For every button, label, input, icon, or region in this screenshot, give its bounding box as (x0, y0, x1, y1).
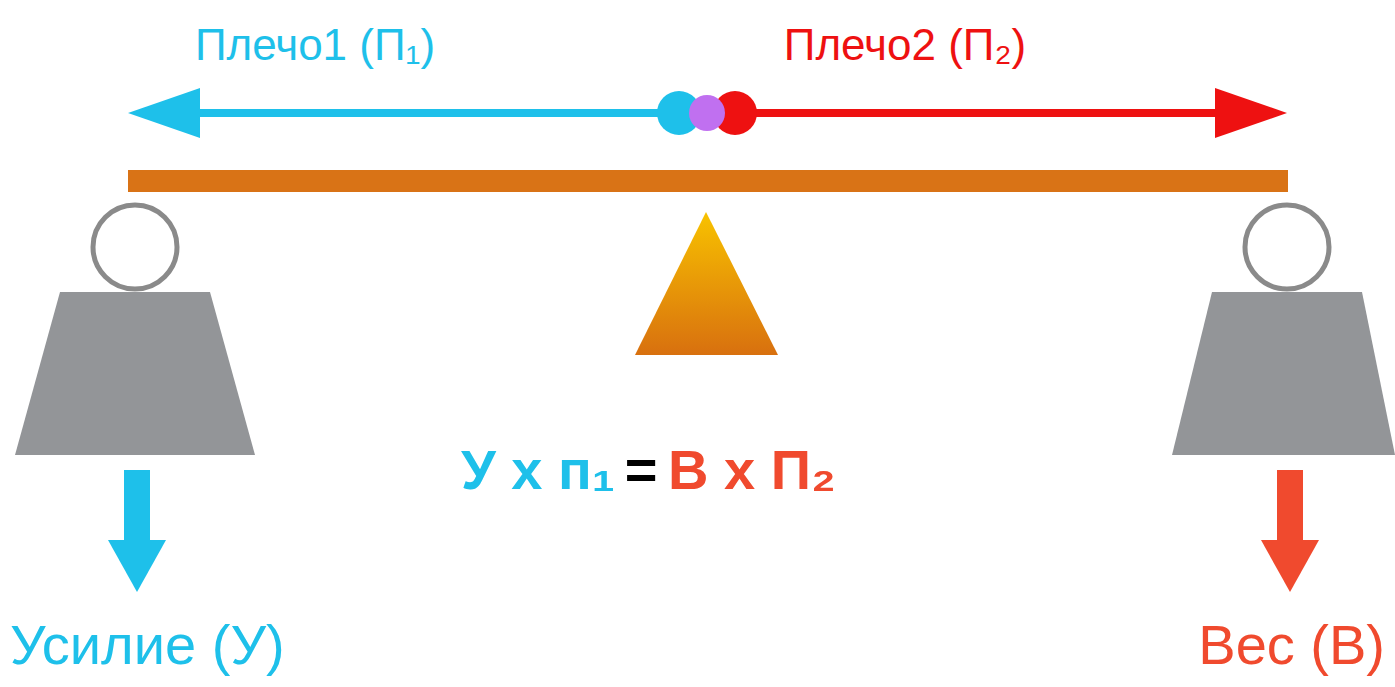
arm-2-arrow (730, 88, 1287, 138)
lever-bar (128, 170, 1288, 192)
weight-label: Вес (В) (1198, 617, 1385, 673)
arm-1-arrow (128, 88, 680, 138)
load-weight (1172, 205, 1395, 455)
arm-2-label: Плечо2 (П₂) (784, 23, 1026, 67)
arm-1-label: Плечо1 (П₁) (195, 23, 435, 67)
effort-arrow (108, 470, 166, 592)
effort-label: Усилие (У) (10, 617, 285, 673)
formula-equals: = (625, 442, 658, 498)
formula-right: В x П₂ (668, 442, 836, 498)
formula-left: У x п₁ (461, 442, 615, 498)
effort-weight (15, 205, 255, 455)
fulcrum (635, 212, 778, 355)
load-arrow (1261, 470, 1319, 592)
pivot-dot (689, 95, 725, 131)
